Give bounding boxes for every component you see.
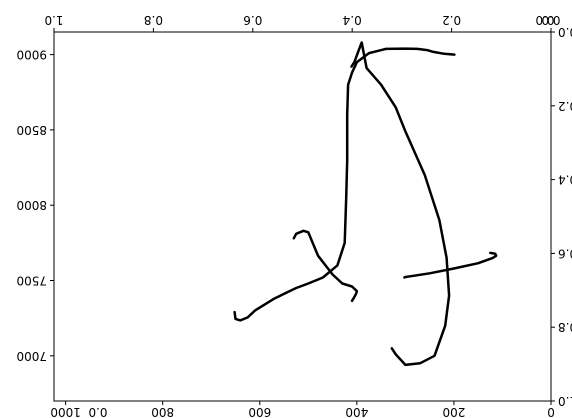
x-data-tick-label: 800 — [151, 405, 174, 418]
y-data-tick-label: 7500 — [16, 274, 47, 288]
y-data-tick-label: 7000 — [16, 349, 47, 363]
stray-label: 0.0 — [535, 13, 554, 27]
y-unit-tick-label: 0.4 — [558, 173, 572, 187]
x-unit-tick-label: 0.6 — [243, 13, 262, 27]
x-unit-ticks: 0.0 0.2 0.4 0.6 0.8 1.0 — [44, 13, 561, 32]
x-unit-tick-label: 0.2 — [442, 13, 461, 27]
stroke-line-2 — [233, 47, 456, 322]
y-data-ticks: 650070007500800085009000 — [16, 48, 54, 363]
stroke-line-1 — [403, 251, 498, 279]
handwriting-strokes — [233, 41, 498, 367]
y-unit-ticks: 0.0 0.2 0.4 0.6 0.8 1.0 — [551, 25, 572, 408]
x-data-tick-label: 1000 — [50, 405, 81, 418]
rotated-figure: 0.0 0.2 0.4 0.6 0.8 1.0 0.0 0.2 0.4 0.6 0.8 1.0 0 2… — [16, 13, 572, 418]
y-data-tick-label: 8000 — [16, 198, 47, 212]
y-unit-tick-label: 0.8 — [558, 320, 572, 334]
x-unit-tick-label: 0.8 — [144, 13, 163, 27]
x-data-ticks: 0 200 400 600 800 1000 — [50, 401, 555, 418]
plot-frame — [53, 31, 552, 402]
y-unit-tick-label: 0.2 — [558, 99, 572, 113]
stroke-line-4 — [350, 41, 451, 367]
y-unit-tick-label: 0.6 — [558, 246, 572, 260]
x-unit-tick-label: 1.0 — [44, 13, 63, 27]
y-data-tick-label: 9000 — [16, 48, 47, 62]
x-unit-tick-label: 0.4 — [343, 13, 362, 27]
y-data-tick-label: 8500 — [16, 123, 47, 137]
y-unit-tick-label: 0.0 — [558, 25, 572, 39]
stray-labels: 0.0 0.0 — [88, 13, 554, 418]
x-data-tick-label: 400 — [345, 405, 368, 418]
x-data-tick-label: 600 — [248, 405, 271, 418]
x-data-tick-label: 0 — [547, 405, 555, 418]
y-unit-tick-label: 1.0 — [558, 394, 572, 408]
stray-label: 0.0 — [88, 405, 107, 418]
x-data-tick-label: 200 — [442, 405, 465, 418]
x-unit-tick-label: 0.0 — [541, 13, 560, 27]
stroke-line-3 — [292, 229, 359, 303]
